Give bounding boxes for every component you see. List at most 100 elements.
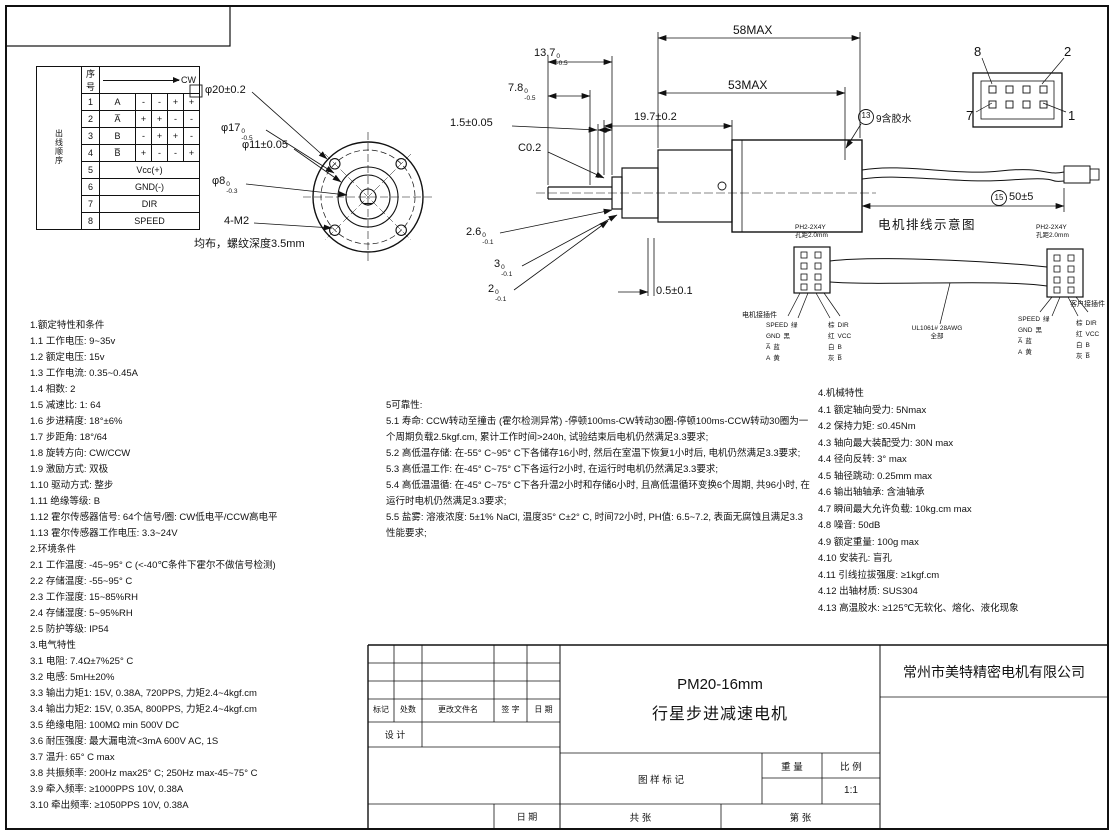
spec-line: 4.13 高温胶水: ≥125℃无软化、熔化、液化现象 — [818, 602, 1019, 614]
spec-line: 3.7 温升: 65° C max — [30, 752, 115, 763]
spec-line: 4.机械特性 — [818, 388, 864, 399]
spec-line: 3.电气特性 — [30, 640, 76, 651]
dim-step-1-5: 1.5±0.05 — [450, 117, 493, 129]
cell: 4 — [81, 144, 100, 162]
cell: + — [167, 127, 184, 145]
spec-line: 4.8 噪音: 50dB — [818, 520, 881, 531]
spec-line: 4.5 轴径跳动: 0.25mm max — [818, 470, 933, 482]
spec-line: 4.12 出轴材质: SUS304 — [818, 586, 918, 597]
spec-line: 5.3 高低温工作: 在-45° C~75° C下各运行2小时, 在运行时电机仍… — [386, 464, 718, 475]
cell: B̅ — [99, 144, 136, 162]
spec-line: 4.10 安装孔: 盲孔 — [818, 553, 892, 564]
scale-label: 比 例 — [840, 762, 862, 773]
right-connector-type-label: PH2-2X4Y 孔距2.0mm — [1036, 224, 1069, 239]
cw-arrow-icon — [103, 77, 180, 83]
balloon-13: 13 — [861, 111, 871, 120]
weight-label: 重 量 — [781, 762, 803, 773]
spec-line: 5.5 盐雾: 溶液浓度: 5±1% NaCl, 温度35° C±2° C, 时… — [386, 512, 803, 539]
cell: - — [167, 110, 184, 128]
connector-type: PH2-2X4Y — [1036, 224, 1067, 231]
spec-line: 1.6 步进精度: 18°±6% — [30, 416, 123, 427]
spec-line: 4.3 轴向最大装配受力: 30N max — [818, 437, 954, 449]
wire-gauge: UL1061# 28AWG — [911, 325, 963, 332]
cell: 8 — [81, 212, 100, 230]
spec-line: 5.1 寿命: CCW转动至撞击 (霍尔检测异常) -停顿100ms-CW转动3… — [386, 416, 809, 443]
cell: A — [99, 93, 136, 111]
dim-gearbox-length: 19.7±0.2 — [634, 111, 677, 123]
cell: 5 — [81, 161, 100, 179]
spec-line: 4.2 保持力矩: ≤0.45Nm — [818, 421, 916, 432]
table-row: 1 A - - + + — [37, 93, 200, 111]
glue-note: 9含胶水 — [876, 114, 912, 125]
spec-line: 5.4 高低温温循: 在-45° C~75° C下各升温2小时和存储6小时, 且… — [386, 480, 810, 507]
table-row: 4 B̅ + - - + — [37, 144, 200, 162]
spec-line: 1.8 旋转方向: CW/CCW — [30, 448, 131, 459]
spec-line: 4.11 引线拉拔强度: ≥1kgf.cm — [818, 569, 940, 581]
dim-0-5: 0.5±0.1 — [656, 285, 693, 297]
spec-line: 3.6 耐压强度: 最大漏电流<3mA 600V AC, 1S — [30, 736, 219, 747]
spec-line: 1.2 额定电压: 15v — [30, 352, 105, 363]
rev-date-header: 日 期 — [534, 705, 553, 714]
pin-number-7: 7 — [966, 108, 974, 123]
spec-line: 3.4 输出力矩2: 15V, 0.35A, 800PPS, 力矩2.4~4kg… — [30, 704, 257, 715]
cell: - — [135, 127, 152, 145]
drawing-border — [5, 5, 1109, 830]
spec-line: 1.9 激励方式: 双极 — [30, 464, 109, 475]
rev-count-header: 处数 — [400, 705, 416, 714]
product-model: PM20-16mm — [677, 676, 763, 693]
cell: 2 — [81, 110, 100, 128]
cell: B — [99, 127, 136, 145]
cell: - — [167, 144, 184, 162]
wire-all: 全部 — [930, 332, 944, 340]
connector-pitch: 孔距2.0mm — [795, 231, 828, 239]
date-label: 日 期 — [516, 812, 538, 822]
dim-wire-length: 50±5 — [1009, 191, 1034, 203]
cell: + — [135, 144, 152, 162]
cell: GND(-) — [99, 178, 200, 196]
spec-line: 3.2 电感: 5mH±20% — [30, 672, 115, 683]
spec-line: 4.7 瞬间最大允许负载: 10kg.cm max — [818, 503, 972, 515]
rev-file-header: 更改文件名 — [438, 705, 478, 714]
title-block-grid — [367, 644, 1108, 829]
spec-line: 3.1 电阻: 7.4Ω±7%25° C — [30, 656, 134, 667]
spec-line: 1.3 工作电流: 0.35~0.45A — [30, 368, 138, 379]
product-name: 行星步进减速电机 — [651, 706, 788, 723]
cell: DIR — [99, 195, 200, 213]
connector-pitch: 孔距2.0mm — [1036, 231, 1069, 239]
balloon-15: 15 — [994, 193, 1004, 202]
cell: 1 — [81, 93, 100, 111]
connector-type: PH2-2X4Y — [795, 224, 826, 231]
spec-line: 1.12 霍尔传感器信号: 64个信号/圈: CW低电平/CCW高电平 — [30, 512, 278, 523]
scale-value: 1:1 — [844, 785, 858, 796]
cell: Vcc(+) — [99, 161, 200, 179]
dim-chamfer: C0.2 — [518, 142, 542, 154]
wiring-diagram-caption: 电机排线示意图 — [878, 218, 977, 232]
spec-line: 3.8 共振频率: 200Hz max25° C; 250Hz max-45~7… — [30, 768, 258, 779]
cell: SPEED — [99, 212, 200, 230]
dim-pilot-diameter: φ11±0.05 — [242, 139, 288, 151]
cell: 3 — [81, 127, 100, 145]
spec-line: 1.5 减速比: 1: 64 — [30, 400, 101, 411]
design-label: 设 计 — [384, 730, 406, 740]
wiring-header-cw: CW — [99, 66, 200, 94]
cell: - — [135, 93, 152, 111]
rev-sign-header: 签 字 — [501, 705, 520, 714]
cell: + — [183, 144, 200, 162]
